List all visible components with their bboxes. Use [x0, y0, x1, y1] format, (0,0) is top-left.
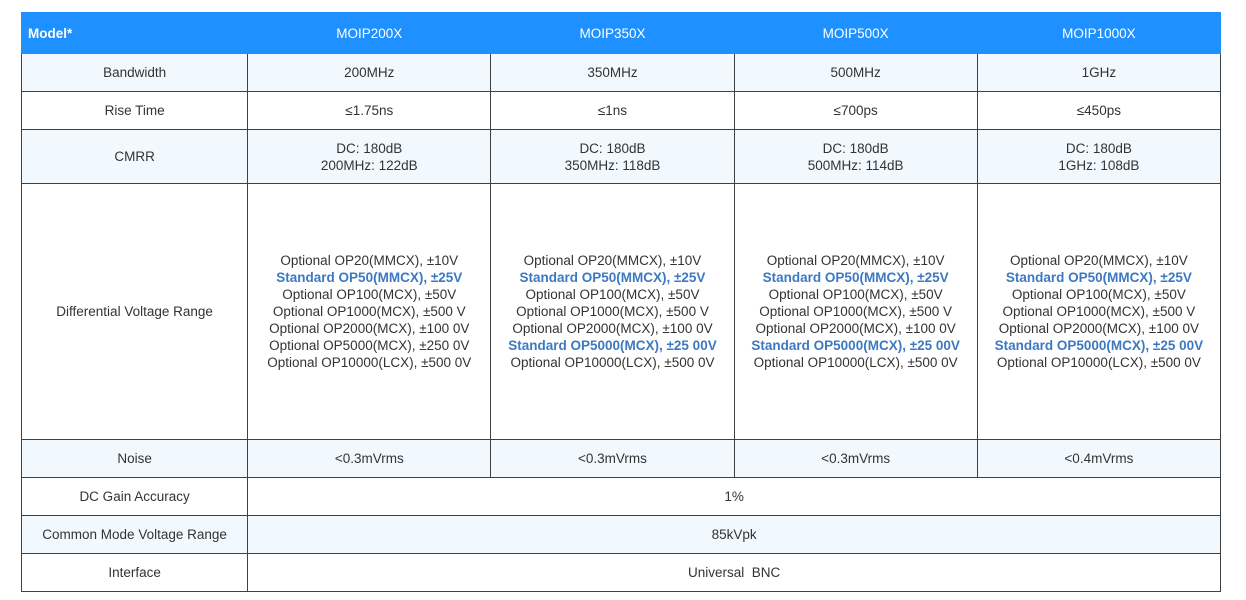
optional-option: Optional OP10000(LCX), ±500 0V [996, 355, 1201, 370]
cmrr-bandwidth: 200MHz: 122dB [320, 157, 418, 173]
row-label: Noise [20, 439, 249, 478]
row-interface: Interface Universal BNC [20, 553, 1221, 592]
row-label: Common Mode Voltage Range [20, 515, 249, 554]
cmrr-value: DC: 180dB 1GHz: 108dB [976, 129, 1222, 184]
header-model-moip200x: MOIP200X [247, 12, 492, 54]
optional-option: Optional OP10000(LCX), ±500 0V [753, 355, 958, 370]
spec-table: Model* MOIP200X MOIP350X MOIP500X MOIP10… [20, 12, 1222, 592]
standard-option: Standard OP50(MMCX), ±25V [762, 270, 949, 285]
cm-voltage-value: 85kVpk [247, 515, 1221, 554]
header-model-label: Model* [20, 12, 249, 54]
standard-option: Standard OP5000(MCX), ±25 00V [751, 338, 960, 353]
row-label: Bandwidth [20, 53, 249, 92]
standard-option: Standard OP5000(MCX), ±25 00V [994, 338, 1204, 353]
cmrr-value: DC: 180dB 350MHz: 118dB [490, 129, 735, 184]
optional-option: Optional OP20(MMCX), ±10V [1010, 253, 1188, 268]
row-label: CMRR [20, 129, 249, 184]
row-label: Interface [20, 553, 249, 592]
diff-voltage-options: Optional OP20(MMCX), ±10V Standard OP50(M… [247, 183, 492, 440]
cmrr-value: DC: 180dB 200MHz: 122dB [247, 129, 492, 184]
optional-option: Optional OP100(MCX), ±50V [768, 287, 943, 302]
optional-option: Optional OP2000(MCX), ±100 0V [269, 321, 470, 336]
noise-value: <0.3mVrms [247, 439, 492, 478]
cmrr-value: DC: 180dB 500MHz: 114dB [733, 129, 978, 184]
row-noise: Noise <0.3mVrms <0.3mVrms <0.3mVrms <0.4… [20, 439, 1222, 478]
row-bandwidth: Bandwidth 200MHz 350MHz 500MHz 1GHz [20, 53, 1222, 92]
row-label: DC Gain Accuracy [20, 477, 249, 516]
optional-option: Optional OP20(MMCX), ±10V [523, 253, 702, 268]
noise-value: <0.4mVrms [976, 439, 1222, 478]
rise-time-value: ≤1.75ns [247, 91, 492, 130]
row-common-mode-voltage-range: Common Mode Voltage Range 85kVpk [20, 515, 1221, 554]
row-label: Differential Voltage Range [20, 183, 249, 440]
optional-option: Optional OP1000(MCX), ±500 V [272, 304, 466, 319]
rise-time-value: ≤1ns [490, 91, 735, 130]
header-model-moip1000x: MOIP1000X [976, 12, 1222, 54]
optional-option: Optional OP1000(MCX), ±500 V [516, 304, 709, 319]
cmrr-dc: DC: 180dB [336, 140, 403, 156]
optional-option: Optional OP5000(MCX), ±250 0V [269, 338, 470, 353]
row-rise-time: Rise Time ≤1.75ns ≤1ns ≤700ps ≤450ps [20, 91, 1222, 130]
diff-voltage-options: Optional OP20(MMCX), ±10V Standard OP50(M… [976, 183, 1222, 440]
standard-option: Standard OP50(MMCX), ±25V [276, 270, 463, 285]
bandwidth-value: 200MHz [247, 53, 492, 92]
optional-option: Optional OP20(MMCX), ±10V [766, 253, 945, 268]
row-cmrr: CMRR DC: 180dB 200MHz: 122dB DC: 180dB 3… [20, 129, 1222, 184]
cmrr-bandwidth: 500MHz: 114dB [807, 157, 904, 173]
bandwidth-value: 1GHz [976, 53, 1222, 92]
optional-option: Optional OP1000(MCX), ±500 V [759, 304, 953, 319]
optional-option: Optional OP2000(MCX), ±100 0V [998, 321, 1199, 336]
bandwidth-value: 350MHz [490, 53, 735, 92]
optional-option: Optional OP100(MCX), ±50V [282, 287, 457, 302]
standard-option: Standard OP50(MMCX), ±25V [519, 270, 706, 285]
cmrr-dc: DC: 180dB [579, 140, 646, 156]
optional-option: Optional OP1000(MCX), ±500 V [1002, 304, 1196, 319]
noise-value: <0.3mVrms [490, 439, 735, 478]
dc-gain-value: 1% [247, 477, 1221, 516]
cmrr-dc: DC: 180dB [1065, 140, 1132, 156]
optional-option: Optional OP20(MMCX), ±10V [280, 253, 459, 268]
bandwidth-value: 500MHz [733, 53, 978, 92]
row-label: Rise Time [20, 91, 249, 130]
optional-option: Optional OP10000(LCX), ±500 0V [510, 355, 715, 370]
row-differential-voltage-range: Differential Voltage Range Optional OP20… [20, 183, 1222, 440]
optional-option: Optional OP2000(MCX), ±100 0V [512, 321, 713, 336]
optional-option: Optional OP100(MCX), ±50V [525, 287, 700, 302]
optional-option: Optional OP100(MCX), ±50V [1011, 287, 1186, 302]
diff-voltage-options: Optional OP20(MMCX), ±10V Standard OP50(M… [733, 183, 978, 440]
cmrr-bandwidth: 1GHz: 108dB [1058, 157, 1140, 173]
optional-option: Optional OP10000(LCX), ±500 0V [267, 355, 472, 370]
header-model-moip350x: MOIP350X [490, 12, 735, 54]
standard-option: Standard OP50(MMCX), ±25V [1005, 270, 1192, 285]
interface-value: Universal BNC [247, 553, 1221, 592]
row-dc-gain-accuracy: DC Gain Accuracy 1% [20, 477, 1221, 516]
diff-voltage-options: Optional OP20(MMCX), ±10V Standard OP50(M… [490, 183, 735, 440]
optional-option: Optional OP2000(MCX), ±100 0V [755, 321, 956, 336]
standard-option: Standard OP5000(MCX), ±25 00V [508, 338, 717, 353]
header-row: Model* MOIP200X MOIP350X MOIP500X MOIP10… [20, 12, 1222, 54]
cmrr-bandwidth: 350MHz: 118dB [564, 157, 661, 173]
rise-time-value: ≤450ps [976, 91, 1222, 130]
rise-time-value: ≤700ps [733, 91, 978, 130]
header-model-moip500x: MOIP500X [733, 12, 978, 54]
cmrr-dc: DC: 180dB [822, 140, 889, 156]
noise-value: <0.3mVrms [733, 439, 978, 478]
